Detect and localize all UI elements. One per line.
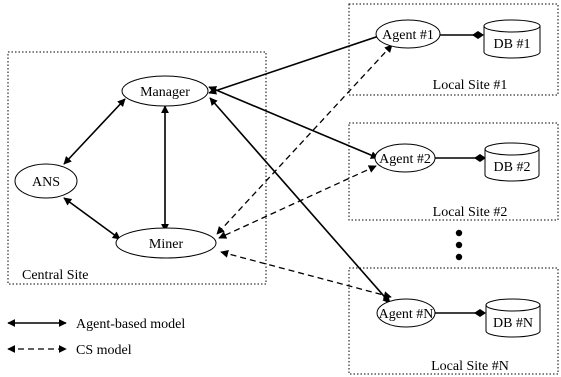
db1-label: DB #1	[494, 37, 531, 52]
local-site-2-label: Local Site #2	[433, 205, 508, 220]
db2-cylinder	[484, 142, 540, 182]
ans-label: ANS	[32, 175, 60, 190]
miner-label: Miner	[149, 237, 184, 252]
central-site-label: Central Site	[22, 268, 89, 283]
link-manager-agent1	[208, 31, 389, 95]
manager-label: Manager	[140, 85, 190, 100]
db2-label: DB #2	[494, 160, 531, 175]
agentn-label: Agent #N	[379, 307, 434, 322]
legend-cs-model-label: CS model	[76, 343, 132, 358]
agent2-node	[374, 143, 436, 173]
ellipsis-dot-2	[455, 241, 463, 249]
ellipsis-dot-3	[455, 253, 463, 261]
agent1-node	[375, 19, 441, 49]
local-site-1-label: Local Site #1	[433, 78, 508, 93]
db1-cylinder	[483, 19, 541, 59]
agent1-label: Agent #1	[382, 28, 434, 43]
agent2-label: Agent #2	[379, 152, 431, 167]
manager-node	[121, 75, 209, 107]
agentn-node	[376, 298, 436, 328]
link-ans-miner	[63, 197, 121, 240]
ellipsis-dot-1	[455, 229, 463, 237]
link-manager-ans	[63, 98, 126, 165]
cs-link-miner-agent2	[218, 165, 377, 239]
legend-agent-model-label: Agent-based model	[76, 317, 185, 332]
dbn-label: DB #N	[493, 316, 533, 331]
local-site-n-label: Local Site #N	[431, 359, 509, 374]
miner-node	[115, 227, 217, 259]
ans-node	[14, 163, 78, 199]
dbn-cylinder	[485, 298, 541, 338]
